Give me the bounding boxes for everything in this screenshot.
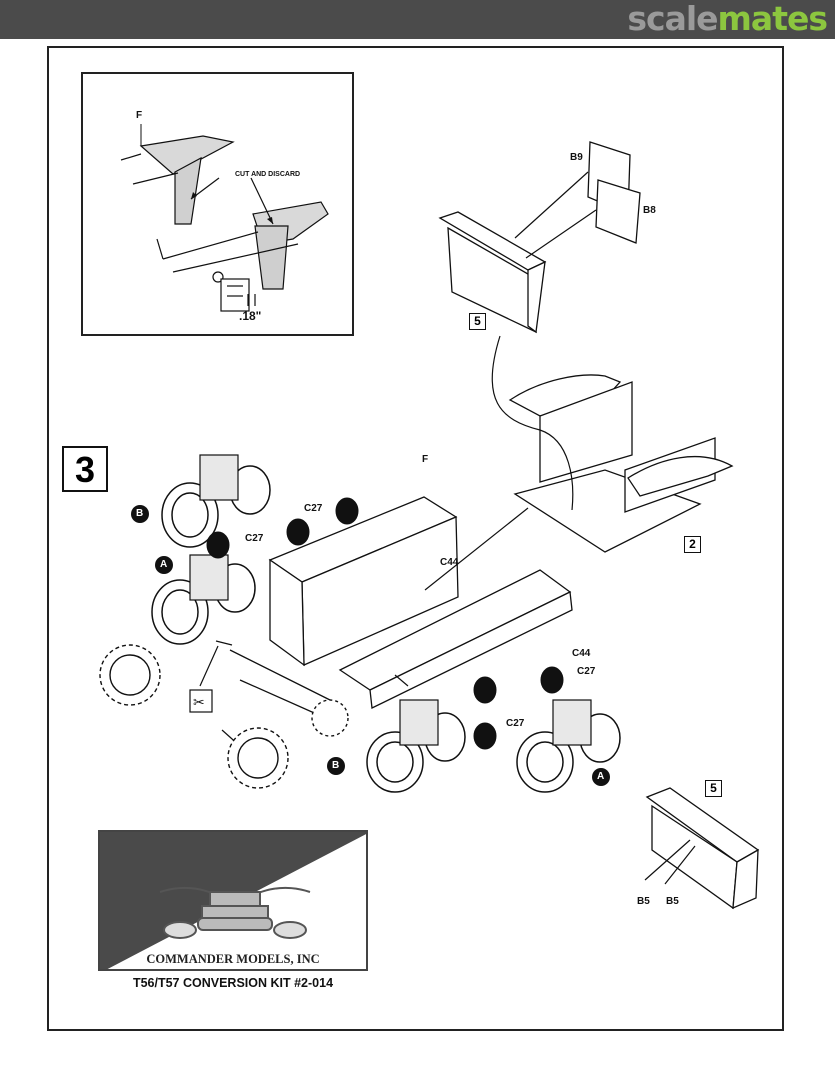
brand-part-2: mates: [717, 0, 828, 38]
reference-box-2: 2: [684, 536, 701, 553]
step-number: 3: [62, 446, 108, 492]
label-b9: B9: [570, 152, 583, 163]
instruction-page-frame: [47, 46, 784, 1031]
label-c27-left: C27: [245, 533, 264, 544]
inset-diagram: [120, 124, 329, 312]
assembly-b-label-1: B: [136, 508, 144, 519]
brand-logo[interactable]: scalemates: [627, 0, 828, 38]
label-b5-right: B5: [666, 896, 679, 907]
kit-title: T56/T57 CONVERSION KIT #2-014: [132, 976, 334, 990]
brand-part-1: scale: [627, 0, 718, 38]
label-f: F: [422, 454, 429, 465]
logo-graphic: [100, 832, 366, 969]
label-c27-top: C27: [304, 503, 323, 514]
assembly-b-label-2: B: [332, 760, 340, 771]
label-c44-top: C44: [440, 557, 459, 568]
inset-detail-box: F CUT AND DISCARD .18": [81, 72, 354, 336]
cut-discard-note: CUT AND DISCARD: [235, 171, 301, 178]
label-c27-right: C27: [577, 666, 596, 677]
assembly-a-label-2: A: [597, 771, 605, 782]
label-b8: B8: [643, 205, 656, 216]
company-name: COMMANDER MODELS, INC: [146, 952, 320, 966]
reference-box-5-top: 5: [469, 313, 486, 330]
reference-box-5-bottom: 5: [705, 780, 722, 797]
svg-text:✂: ✂: [193, 695, 205, 711]
assembly-a-label-1: A: [160, 559, 168, 570]
label-c27-bottom: C27: [506, 718, 525, 729]
company-logo: COMMANDER MODELS, INC: [98, 830, 368, 971]
dimension-label: .18": [239, 309, 262, 323]
label-b5-left: B5: [637, 896, 650, 907]
inset-part-label: F: [136, 110, 143, 121]
label-c44-right: C44: [572, 648, 591, 659]
header-bar: scalemates: [0, 0, 835, 39]
